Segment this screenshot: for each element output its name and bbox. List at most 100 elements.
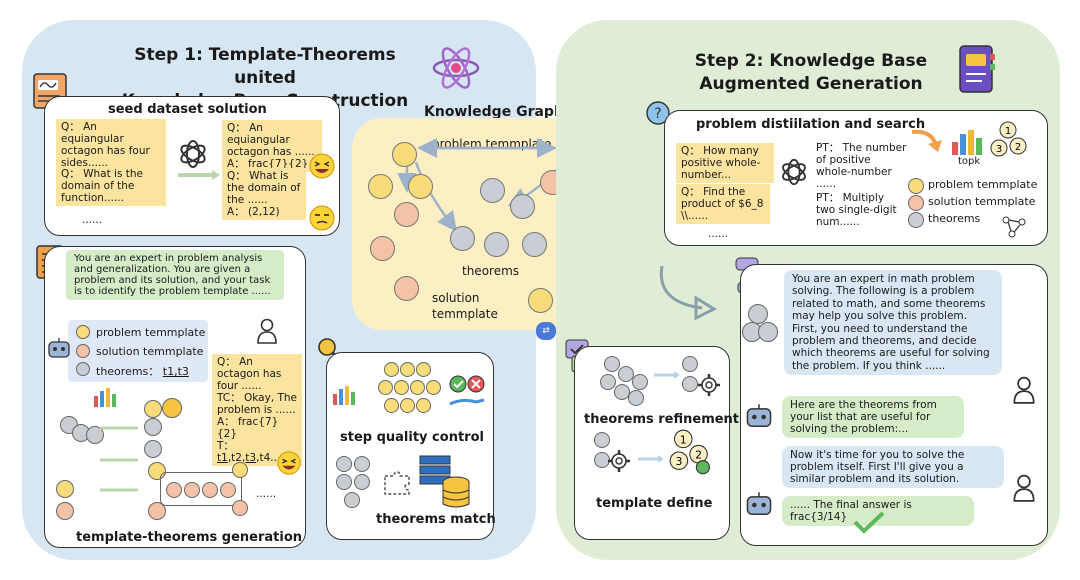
numbered-balls-icon: 1 3 2 <box>990 121 1027 157</box>
gen-node <box>144 418 162 436</box>
atom-icon <box>432 47 480 89</box>
generation-output-answer: A： frac{7}{2} <box>217 416 279 440</box>
gen-node <box>202 482 218 498</box>
knowledge-graph-title: Knowledge Graph <box>424 104 564 120</box>
kg-node-problem-5 <box>528 288 553 313</box>
qc-theorem-node <box>354 456 370 472</box>
theorems-match-label: theorems match <box>376 512 496 527</box>
svg-text:1: 1 <box>680 433 687 446</box>
gen-node <box>148 502 166 520</box>
link-badge-icon: ⇄ <box>536 322 556 340</box>
seed-answer-1-answer: A： frac{7}{2} <box>227 158 309 170</box>
qc-node <box>426 380 441 395</box>
kg-node-theorem-4 <box>484 232 509 257</box>
qc-node <box>384 398 399 413</box>
distill-question-2: Q： Find the product of $6_8 \\...... <box>676 184 770 224</box>
qc-node <box>416 398 431 413</box>
user-icon <box>257 318 277 344</box>
qc-node <box>378 380 393 395</box>
gear-icon-2 <box>608 450 630 472</box>
refine-node <box>604 356 620 372</box>
gen-flow-arrows <box>100 426 138 492</box>
chat-message-assistant-2: ...... The final answer is frac{3/14} <box>782 496 974 526</box>
distill-legend-theorems: theorems <box>928 212 981 225</box>
distill-legend-solution-dot <box>908 195 924 211</box>
kg-theorems-label: theorems <box>462 264 520 278</box>
numbered-balls-icon-2: 1 3 2 <box>669 429 710 475</box>
seed-answer-1: Q： An equiangular octagon has ...... A： … <box>222 120 322 172</box>
gen-node <box>86 426 104 444</box>
generation-output: Q： An octagon has four ...... TC： Okay, … <box>212 354 302 466</box>
qc-theorem-node <box>336 474 352 490</box>
bar-chart-icon-2 <box>333 386 355 405</box>
user-icon-3 <box>1013 474 1035 502</box>
network-icon <box>1002 216 1026 238</box>
svg-text:?: ? <box>654 106 661 122</box>
arrow-right-icon <box>178 170 220 180</box>
generation-legend <box>68 320 208 382</box>
laughing-face-icon <box>309 153 335 179</box>
kg-node-solution-1 <box>394 202 419 227</box>
generation-prompt-bubble: You are an expert in problem analysis an… <box>66 250 284 300</box>
qc-node <box>394 380 409 395</box>
qc-theorem-node <box>344 492 360 508</box>
kg-node-theorem-3 <box>450 226 475 251</box>
qc-node <box>384 362 399 377</box>
kg-solution-template-label: solution temmplate <box>432 291 498 321</box>
gen-node <box>232 462 248 478</box>
theorems-refinement-label: theorems refinement <box>584 412 740 427</box>
checkmark-icon <box>853 511 885 534</box>
qc-node <box>400 398 415 413</box>
seed-answer-2: Q： What is the domain of the ...... A： (… <box>222 168 306 220</box>
seed-answer-2-question: Q： What is the domain of the ...... <box>227 170 301 206</box>
gen-node <box>144 400 162 418</box>
seed-ellipsis: ...... <box>82 214 103 226</box>
distill-template-2: PT： Multiply two single-digit num...... <box>812 190 904 230</box>
seed-question-1: Q： An equiangular octagon has four sides… <box>56 119 166 171</box>
kg-node-problem-1 <box>392 142 417 167</box>
step2-title-line2: Augmented Generation <box>699 74 923 94</box>
kg-node-theorem-1 <box>480 178 505 203</box>
flow-arrow-icon <box>659 265 718 321</box>
refine-node <box>682 376 698 392</box>
gen-ellipsis: ...... <box>256 488 277 500</box>
gen-node <box>232 500 248 516</box>
chat-message-user-2: Now it's time for you to solve the probl… <box>782 446 1004 488</box>
template-theorems-generation-title: template-theorems generation <box>76 530 303 545</box>
topk-label: topk <box>958 156 981 167</box>
refine-node <box>628 390 644 406</box>
kg-node-problem-4 <box>408 174 433 199</box>
legend-theorems-dot <box>76 362 90 376</box>
bar-chart-icon <box>94 388 116 407</box>
seed-answer-1-question: Q： An equiangular octagon has ...... <box>227 122 315 158</box>
openai-icon <box>180 140 206 168</box>
template-define-label: template define <box>596 496 713 511</box>
generation-output-tc: TC： Okay, The problem is ...... <box>217 392 297 416</box>
svg-text:2: 2 <box>1015 142 1021 153</box>
legend-solution-template: solution temmplate <box>96 345 204 358</box>
svg-text:1: 1 <box>1005 126 1011 137</box>
gen-node <box>166 482 182 498</box>
chat-message-user-1: You are an expert in math problem solvin… <box>784 270 1002 376</box>
problem-distillation-title: problem distiilation and search <box>696 117 926 132</box>
refine-node <box>618 366 634 382</box>
gen-node <box>56 502 74 520</box>
refine-node <box>600 374 616 390</box>
seed-question-2: Q： What is the domain of the function...… <box>56 166 166 206</box>
kg-node-solution-3 <box>394 276 419 301</box>
seed-dataset-title: seed dataset solution <box>108 102 267 117</box>
user-icon-2 <box>1013 376 1035 404</box>
check-cross-hand-icon <box>449 375 485 406</box>
chat-node <box>748 304 768 324</box>
curved-arrow-icon <box>911 129 942 152</box>
gen-node <box>220 482 236 498</box>
robot-icon-3 <box>746 492 772 515</box>
openai-icon-2 <box>782 158 806 186</box>
chat-node <box>758 322 778 342</box>
kg-node-problem-3 <box>368 174 393 199</box>
generation-output-theorems: T：t1,t2,t3,t4... <box>217 440 281 464</box>
robot-icon-2 <box>746 404 772 427</box>
step-quality-control-label: step quality control <box>340 430 484 445</box>
step2-title: Step 2: Knowledge Base Augmented Generat… <box>676 50 946 96</box>
laughing-face-icon-2 <box>277 451 301 475</box>
